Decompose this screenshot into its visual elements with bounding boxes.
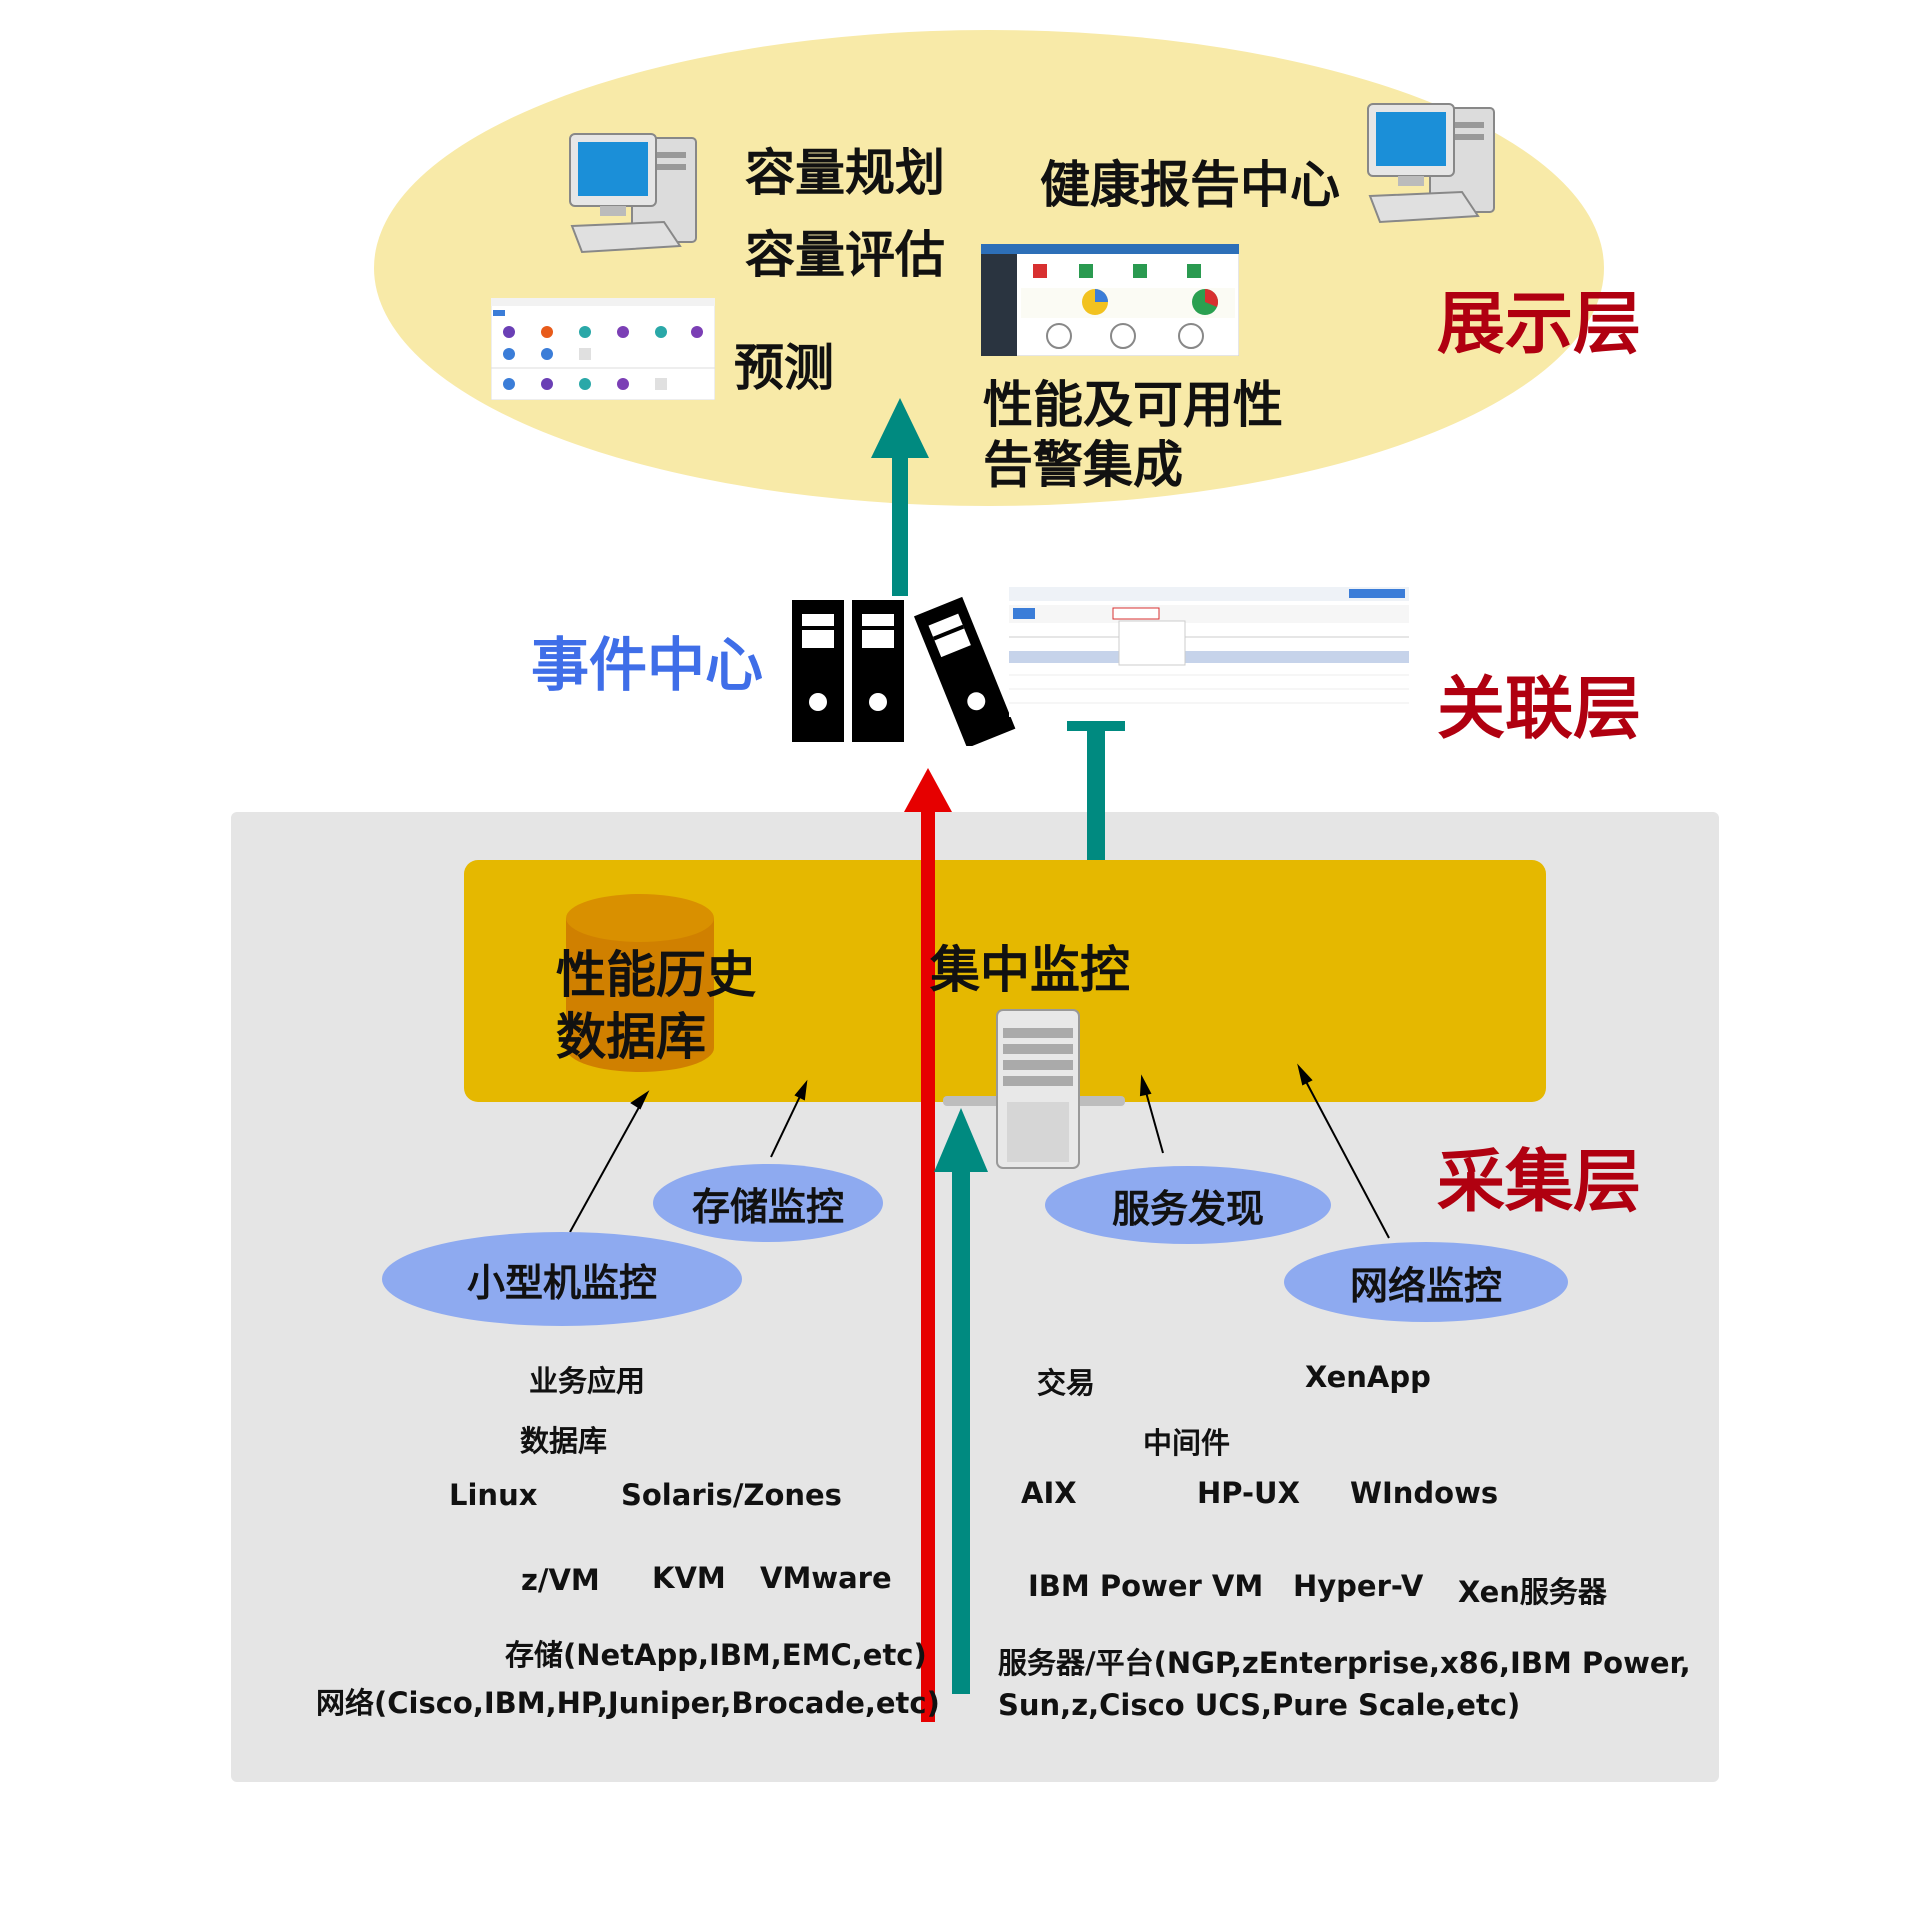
- service-discovery-oval: 服务发现: [1045, 1166, 1331, 1244]
- history-db-label-line2: 数据库: [556, 1008, 706, 1066]
- red-arrow-shaft: [921, 812, 935, 1722]
- desktop-computer-icon: [1367, 103, 1495, 224]
- binder-icon: [792, 600, 844, 742]
- aix-item: AIX: [1021, 1476, 1077, 1510]
- middleware-item: 中间件: [1143, 1426, 1231, 1460]
- desktop-computer-icon: [569, 133, 697, 254]
- server-tower-icon: [943, 1009, 1125, 1169]
- capacity-planning-label: 容量规划: [745, 144, 945, 202]
- hyperv-item: Hyper-V: [1293, 1569, 1424, 1603]
- solaris-item: Solaris/Zones: [621, 1478, 842, 1512]
- binder-icon: [852, 600, 904, 742]
- collection-layer-label: 采集层: [1437, 1143, 1642, 1222]
- presentation-layer-label: 展示层: [1437, 285, 1642, 364]
- network-vendors-item: 网络(Cisco,IBM,HP,Juniper,Brocade,etc): [316, 1686, 940, 1720]
- teal-arrow-right-shaft: [1087, 726, 1105, 860]
- storage-monitoring-oval: 存储监控: [653, 1164, 883, 1242]
- zvm-item: z/VM: [521, 1563, 600, 1597]
- teal-arrow-upper-shaft: [892, 454, 908, 596]
- xen-server-item: Xen服务器: [1458, 1575, 1607, 1609]
- teal-arrow-lower-head: [934, 1108, 988, 1172]
- resource-table-thumbnail: [1009, 587, 1409, 717]
- capacity-assessment-label: 容量评估: [745, 226, 945, 284]
- teal-arrow-right-cap: [1067, 721, 1125, 731]
- vmware-item: VMware: [760, 1561, 892, 1595]
- correlation-layer-label: 关联层: [1437, 670, 1642, 749]
- forecast-label: 预测: [734, 339, 834, 397]
- health-report-center-label: 健康报告中心: [1040, 156, 1340, 214]
- perf-alert-label-line2: 告警集成: [983, 436, 1183, 494]
- forecast-screenshot-thumbnail: [491, 298, 715, 400]
- xenapp-item: XenApp: [1305, 1360, 1431, 1394]
- servers-platform-line2: Sun,z,Cisco UCS,Pure Scale,etc): [998, 1688, 1521, 1722]
- history-db-label-line1: 性能历史: [556, 946, 756, 1004]
- servers-platform-line1: 服务器/平台(NGP,zEnterprise,x86,IBM Power,: [998, 1646, 1691, 1680]
- business-app-item: 业务应用: [529, 1364, 646, 1398]
- linux-item: Linux: [449, 1478, 538, 1512]
- hpux-item: HP-UX: [1197, 1476, 1300, 1510]
- ibm-power-vm-item: IBM Power VM: [1028, 1569, 1264, 1603]
- windows-item: WIndows: [1350, 1476, 1499, 1510]
- teal-arrow-upper-head: [871, 398, 929, 458]
- event-center-label: 事件中心: [531, 631, 764, 699]
- database-item: 数据库: [520, 1424, 608, 1458]
- kvm-item: KVM: [652, 1561, 726, 1595]
- central-monitoring-label: 集中监控: [930, 941, 1130, 999]
- perf-alert-label-line1: 性能及可用性: [983, 376, 1283, 434]
- storage-vendors-item: 存储(NetApp,IBM,EMC,etc): [505, 1638, 927, 1672]
- network-monitoring-oval: 网络监控: [1284, 1242, 1568, 1322]
- minicomputer-monitoring-oval: 小型机监控: [382, 1232, 742, 1326]
- teal-arrow-lower-shaft: [952, 1168, 970, 1694]
- transaction-item: 交易: [1037, 1366, 1096, 1400]
- database-cylinder-icon: [566, 894, 714, 1072]
- red-arrow-head: [904, 768, 952, 812]
- health-dashboard-thumbnail: [981, 244, 1239, 356]
- binder-icon: [913, 596, 1016, 746]
